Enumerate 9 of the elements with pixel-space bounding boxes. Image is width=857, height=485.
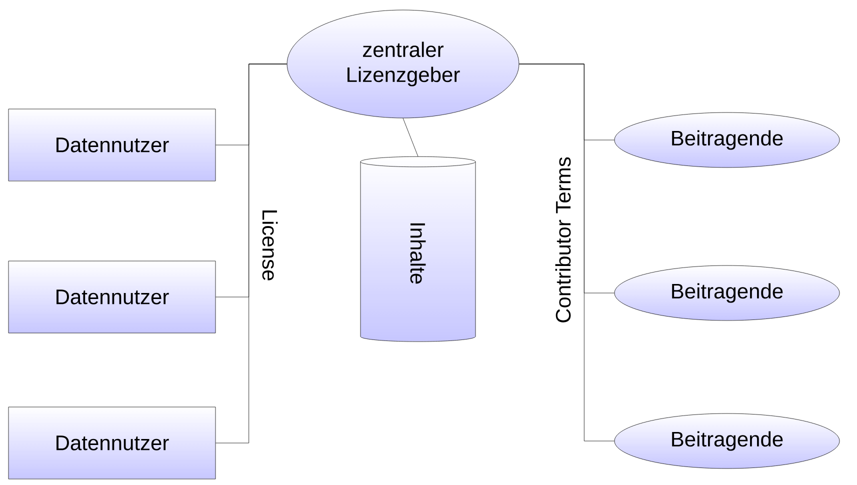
- user-box: Datennutzer: [8, 260, 216, 334]
- connector-line: [216, 64, 288, 444]
- edge-label: License: [262, 210, 278, 280]
- content-cylinder: Inhalte: [360, 156, 476, 342]
- user-box: Datennutzer: [8, 406, 216, 480]
- connector-line: [518, 64, 614, 442]
- edge-label: Contributor Terms: [555, 157, 571, 322]
- user-box: Datennutzer: [8, 108, 216, 182]
- connector-line: [402, 118, 418, 157]
